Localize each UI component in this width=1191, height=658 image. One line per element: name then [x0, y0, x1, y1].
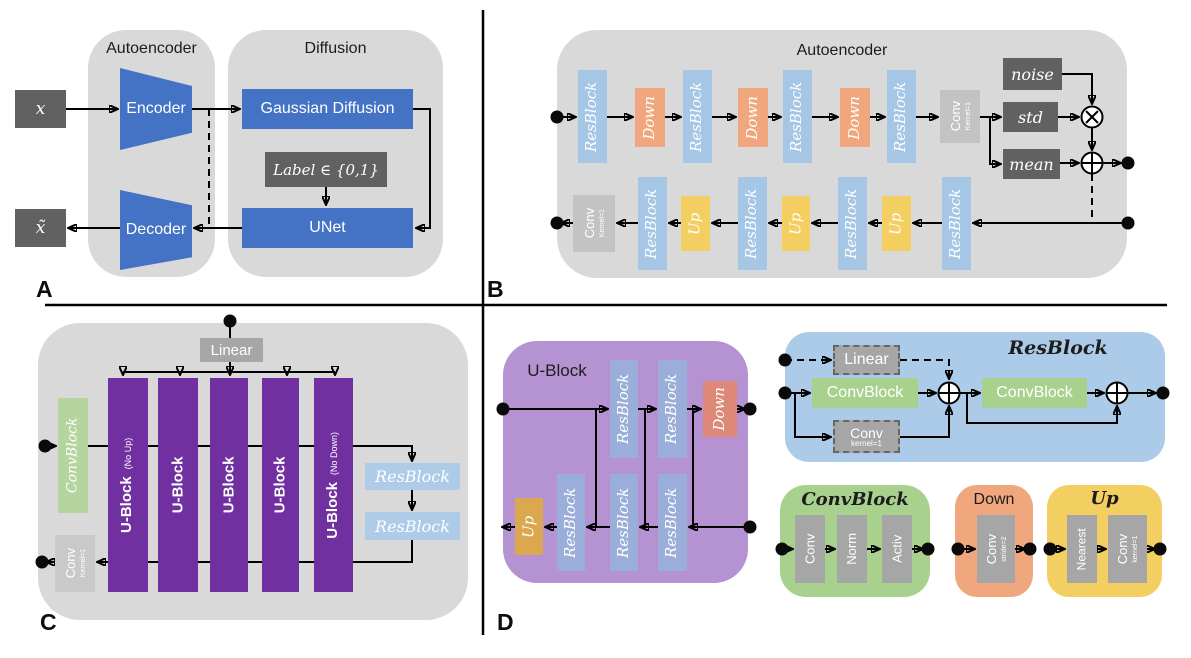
ublock-column-no-up: U-Block(No Up) — [108, 378, 148, 592]
resblock-block: ResBlock — [610, 474, 638, 571]
resblock-block: ResBlock — [638, 177, 667, 270]
panel-label-d: D — [497, 609, 514, 635]
convblock-panel-title: ConvBlock — [801, 489, 909, 510]
down-block: Down — [635, 88, 665, 147]
mean-box: mean — [1003, 149, 1060, 179]
output-x-tilde-box: x̃ — [15, 209, 66, 247]
decoder-trapezoid: Decoder — [120, 190, 192, 270]
resblock-block: ResBlock — [942, 177, 971, 270]
resblock-block: ResBlock — [683, 70, 712, 163]
noise-box: noise — [1003, 58, 1062, 90]
linear-box: Linear — [833, 345, 900, 375]
resblock-block: ResBlock — [783, 70, 812, 163]
resblock-block: ResBlock — [557, 474, 585, 571]
convblock-block: ConvBlock — [982, 378, 1087, 408]
panel-d-resblock-wires — [778, 353, 1170, 438]
panel-label-a: A — [36, 276, 53, 302]
resblock-block: ResBlock — [610, 360, 638, 458]
ublock-column: U-Block — [262, 378, 299, 592]
ublock-column: U-Block — [210, 378, 248, 592]
ublock-column: U-Block — [158, 378, 198, 592]
resblock-block: ResBlock — [365, 512, 460, 540]
ublock-column-no-down: U-Block(No Down) — [314, 378, 353, 592]
resblock-block: ResBlock — [365, 463, 460, 490]
linear-box: Linear — [200, 338, 263, 362]
add-node — [1080, 151, 1104, 175]
resblock-block: ResBlock — [738, 177, 767, 270]
up-panel-title: Up — [1090, 488, 1119, 509]
resblock-block: ResBlock — [658, 360, 687, 458]
nearest-block: Nearest — [1067, 515, 1097, 583]
up-block: Up — [681, 196, 710, 251]
panel-d-ublock-wires — [496, 402, 757, 534]
input-x-box: x — [15, 90, 66, 128]
up-block: Up — [882, 196, 911, 251]
norm-block: Norm — [837, 515, 867, 583]
resblock-block: ResBlock — [838, 177, 867, 270]
resblock-block: ResBlock — [658, 474, 687, 571]
panel-d-up-wires — [1043, 542, 1167, 556]
resblock-block: ResBlock — [578, 70, 607, 163]
resblock-panel-title: ResBlock — [1008, 337, 1108, 359]
unet-box: UNet — [242, 208, 413, 248]
resblock-block: ResBlock — [887, 70, 916, 163]
down-block: Down — [840, 88, 870, 147]
up-block: Up — [782, 196, 810, 251]
divider-lines — [45, 10, 1167, 635]
conv-block: Conv — [795, 515, 825, 583]
down-panel-title: Down — [973, 491, 1015, 508]
multiply-node — [1080, 105, 1104, 129]
add-node — [937, 381, 961, 405]
autoencoder-group-title: Autoencoder — [106, 40, 197, 57]
down-block: Down — [703, 381, 737, 437]
panel-a-wires — [66, 109, 431, 228]
panel-label-b: B — [487, 276, 504, 302]
down-block: Down — [738, 88, 768, 147]
panel-d-convblock-wires — [775, 542, 935, 556]
ublock-panel-title: U-Block — [527, 361, 587, 380]
panel-label-c: C — [40, 609, 57, 635]
convblock-block: ConvBlock — [812, 378, 918, 408]
label-condition-box: Label ∈ {0,1} — [265, 152, 387, 187]
diffusion-group-title: Diffusion — [304, 40, 367, 57]
gaussian-diffusion-box: Gaussian Diffusion — [242, 89, 413, 129]
panel-b-wires — [550, 73, 1135, 230]
up-block: Up — [515, 498, 543, 555]
std-box: std — [1003, 102, 1058, 132]
conv-kernel1-block: Conv kernel=1 — [833, 420, 900, 453]
convblock-block: ConvBlock — [58, 398, 88, 513]
panel-d-down-wires — [951, 542, 1037, 556]
panel-b-title: Autoencoder — [796, 42, 888, 59]
add-node — [1105, 381, 1129, 405]
activ-block: Activ — [882, 515, 912, 583]
